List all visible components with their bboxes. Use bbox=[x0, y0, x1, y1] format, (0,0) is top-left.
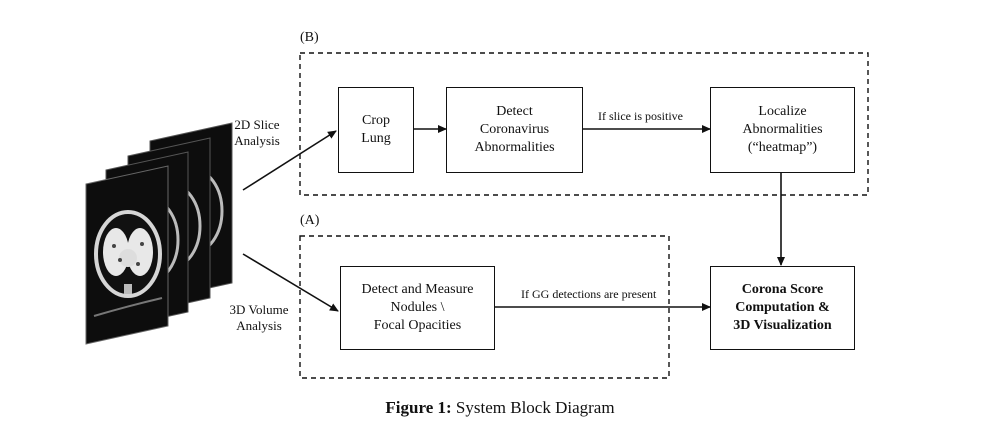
detect-nodules-node: Detect and Measure Nodules \ Focal Opaci… bbox=[340, 266, 495, 350]
arrow-to-detect-nodules bbox=[242, 253, 339, 312]
gg-detections-label: If GG detections are present bbox=[518, 287, 660, 302]
figure-caption: Figure 1: System Block Diagram bbox=[0, 398, 1000, 418]
slice-2d-label: 2D Slice Analysis bbox=[234, 117, 280, 148]
caption-prefix: Figure 1: bbox=[385, 398, 452, 417]
localize-node: Localize Abnormalities (“heatmap”) bbox=[710, 87, 855, 173]
region-a-label: (A) bbox=[300, 213, 320, 228]
region-b-box bbox=[299, 52, 869, 196]
crop-lung-node: Crop Lung bbox=[338, 87, 414, 173]
detect-abnormalities-node: Detect Coronavirus Abnormalities bbox=[446, 87, 583, 173]
arrow-to-crop-lung bbox=[242, 130, 337, 191]
corona-score-node: Corona Score Computation & 3D Visualizat… bbox=[710, 266, 855, 350]
region-a-box bbox=[299, 235, 670, 379]
region-b-label: (B) bbox=[300, 30, 319, 45]
slice-positive-label: If slice is positive bbox=[595, 109, 686, 124]
caption-text: System Block Diagram bbox=[455, 398, 615, 417]
ct-scan-stack-icon bbox=[85, 122, 233, 345]
volume-3d-label: 3D Volume Analysis bbox=[229, 302, 289, 333]
